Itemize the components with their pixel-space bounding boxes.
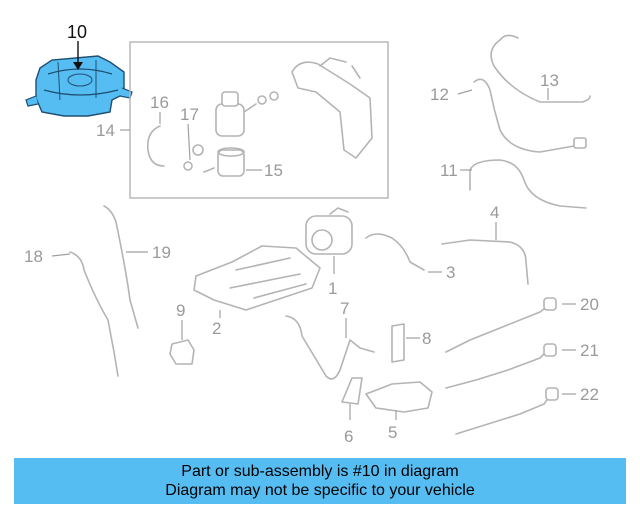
part-19-pipe[interactable]	[103, 205, 139, 329]
part-4-hose[interactable]	[441, 239, 529, 285]
callout-11: 11	[440, 161, 458, 180]
part-16-hose[interactable]	[146, 125, 165, 167]
callout-5: 5	[388, 423, 397, 442]
callout-8: 8	[422, 329, 431, 348]
part-13-pipe[interactable]	[490, 39, 591, 103]
part-22-sensor[interactable]	[455, 395, 551, 435]
callout-20: 20	[580, 295, 599, 314]
part-15-solenoid[interactable]	[203, 147, 245, 177]
callout-12-leader	[457, 89, 473, 95]
part-10-canister[interactable]	[25, 55, 133, 117]
part-9-bracket[interactable]	[169, 339, 195, 365]
part-18-pipe[interactable]	[69, 251, 119, 377]
callout-18: 18	[24, 247, 43, 266]
callout-3: 3	[446, 263, 455, 282]
callout-7: 7	[340, 299, 349, 318]
banner-line-1: Part or sub-assembly is #10 in diagram	[181, 463, 459, 480]
callout-17-leader	[187, 123, 191, 161]
part-3-hose[interactable]	[365, 233, 425, 271]
callout-21: 21	[580, 341, 599, 360]
part-11-pipe[interactable]	[469, 159, 587, 209]
callout-10-arrow	[73, 62, 83, 70]
callout-4: 4	[490, 203, 499, 222]
callout-9: 9	[176, 301, 185, 320]
callout-16: 16	[150, 93, 169, 112]
callout-19: 19	[152, 243, 171, 262]
part-7-hose[interactable]	[285, 315, 375, 380]
callout-2: 2	[212, 319, 221, 338]
callout-1: 1	[328, 279, 337, 298]
part-2-cover[interactable]	[193, 245, 321, 311]
part-1-pump[interactable]	[305, 207, 353, 255]
banner-line-2: Diagram may not be specific to your vehi…	[165, 482, 475, 499]
inset-valve[interactable]	[215, 91, 279, 137]
callout-17: 17	[180, 105, 199, 124]
part-12-pipe[interactable]	[473, 78, 575, 153]
callout-12: 12	[430, 85, 449, 104]
inset-box	[129, 41, 389, 199]
part-20-sensor[interactable]	[445, 305, 549, 353]
info-banner: Part or sub-assembly is #10 in diagram D…	[14, 458, 626, 504]
callout-10: 10	[67, 22, 87, 42]
part-21-sensor[interactable]	[445, 349, 549, 389]
callout-6: 6	[344, 427, 353, 446]
callout-14: 14	[96, 121, 115, 140]
part-17-clips[interactable]	[183, 144, 204, 171]
part-6-bracket[interactable]	[341, 377, 363, 405]
callout-15: 15	[264, 161, 283, 180]
part-5-valve[interactable]	[365, 381, 433, 413]
callout-18-leader	[51, 253, 71, 257]
callout-22: 22	[580, 385, 599, 404]
parts-diagram: 10 14 16 17 15 13 12 11 4	[24, 22, 599, 446]
part-8-bracket[interactable]	[391, 323, 405, 363]
inset-bracket[interactable]	[291, 61, 373, 159]
callout-13: 13	[540, 71, 559, 90]
